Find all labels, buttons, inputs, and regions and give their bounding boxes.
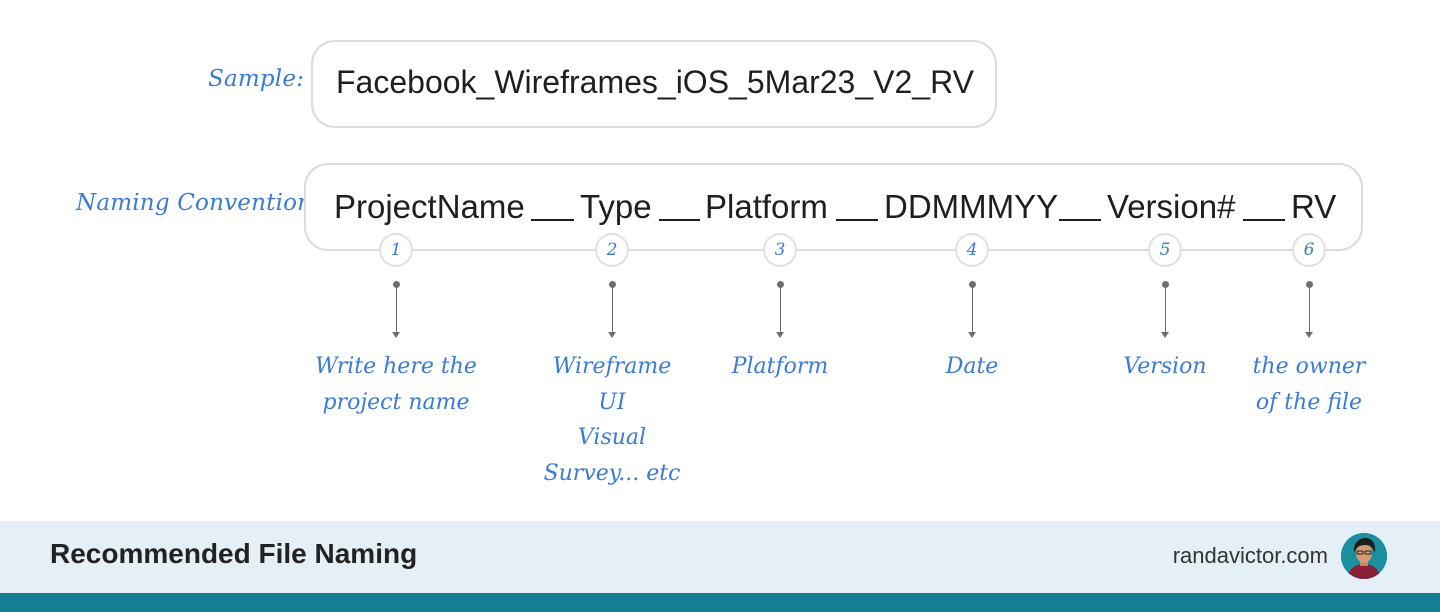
part-owner: RV (1291, 188, 1337, 225)
number-badge-4: 4 (955, 233, 989, 267)
separator-3 (836, 219, 878, 221)
arrow-connector-6 (1305, 281, 1313, 338)
description-line: project name (322, 389, 470, 415)
number-badge-6: 6 (1292, 233, 1326, 267)
description-version: Version (1045, 349, 1285, 385)
description-line: Version (1123, 354, 1207, 379)
description-line: the owner (1252, 354, 1366, 379)
part-version: Version# (1107, 188, 1236, 225)
website-link[interactable]: randavictor.com (1172, 543, 1328, 568)
naming-convention-box (304, 163, 1363, 251)
separator-2 (659, 219, 700, 221)
sample-box (311, 40, 997, 128)
separator-5 (1243, 219, 1285, 221)
arrow-connector-3 (776, 281, 784, 338)
part-project-name: ProjectName (334, 188, 525, 225)
part-platform: Platform (705, 188, 828, 225)
description-line: Date (945, 354, 999, 379)
part-date: DDMMMYY (884, 188, 1059, 225)
description-line: Wireframe (552, 354, 672, 379)
description-date: Date (852, 349, 1092, 385)
author-avatar-icon (1341, 533, 1387, 579)
naming-convention-label: Naming Convention: (76, 190, 321, 216)
number-badge-5: 5 (1148, 233, 1182, 267)
description-line: Visual (577, 425, 647, 450)
description-line: UI (598, 389, 626, 415)
footer-band (0, 521, 1440, 593)
footer-title: Recommended File Naming (50, 538, 418, 569)
description-line: Platform (731, 354, 829, 379)
description-project-name: Write here the project name (276, 349, 516, 420)
description-line: of the file (1255, 389, 1363, 415)
number-badge-1: 1 (379, 233, 413, 267)
description-line: Write here the (315, 354, 477, 379)
description-line: Survey... etc (543, 460, 681, 486)
separator-4 (1059, 219, 1101, 221)
number-badge-3: 3 (763, 233, 797, 267)
avatar-illustration (1341, 533, 1387, 579)
sample-label: Sample: (208, 66, 305, 92)
sample-filename: Facebook_Wireframes_iOS_5Mar23_V2_RV (336, 64, 974, 100)
arrow-connector-1 (392, 281, 400, 338)
description-owner: the owner of the file (1189, 349, 1429, 420)
separator-1 (531, 219, 574, 221)
arrow-connector-4 (968, 281, 976, 338)
bottom-accent-bar (0, 593, 1440, 612)
arrow-connector-5 (1161, 281, 1169, 338)
arrow-connector-2 (608, 281, 616, 338)
description-platform: Platform (660, 349, 900, 385)
number-badge-2: 2 (595, 233, 629, 267)
description-type: Wireframe UI Visual Survey... etc (492, 349, 732, 491)
part-type: Type (580, 188, 652, 225)
